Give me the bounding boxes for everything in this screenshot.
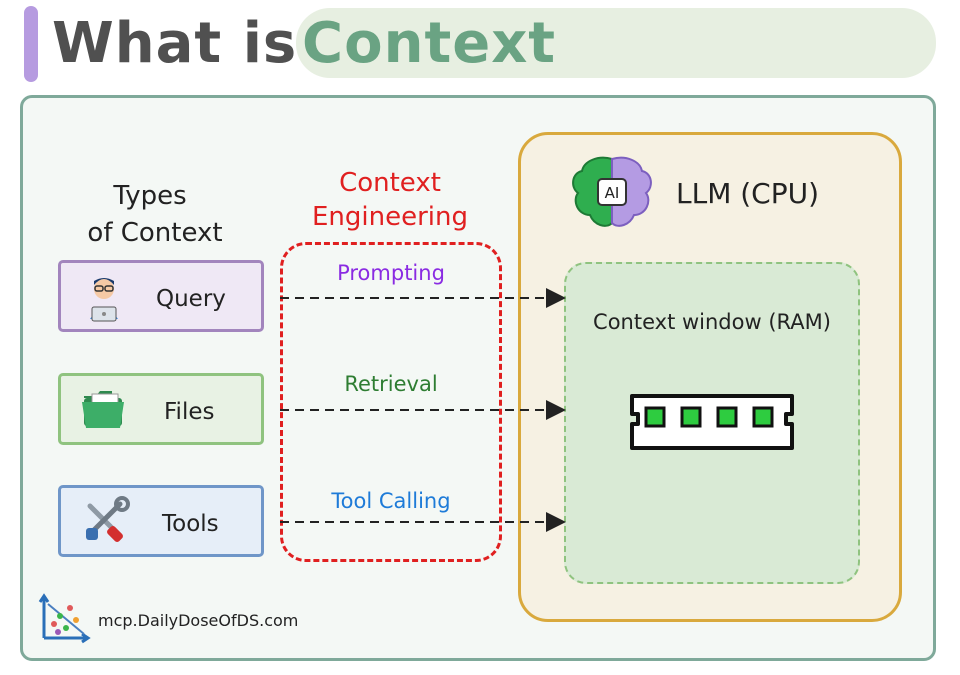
step-label-retrieval: Retrieval — [344, 372, 438, 396]
source-label-files: Files — [164, 399, 215, 425]
types-heading-line1: Types — [113, 181, 187, 211]
source-box-files — [58, 373, 264, 445]
context-engineering-title: Context Engineering — [290, 166, 490, 234]
title-highlight-bg — [296, 8, 936, 78]
title-accent-bar — [24, 6, 38, 82]
context-window-label: Context window (RAM) — [593, 310, 831, 334]
footer-site-link[interactable]: mcp.DailyDoseOfDS.com — [98, 611, 299, 630]
source-label-query: Query — [156, 286, 226, 312]
brain-icon: AI — [572, 156, 652, 227]
source-label-tools: Tools — [162, 511, 219, 537]
step-label-tool-calling: Tool Calling — [331, 489, 451, 513]
folder-icon — [82, 391, 124, 428]
brain-badge-text: AI — [605, 184, 620, 202]
ram-chip-icon — [630, 394, 794, 450]
scatter-plot-logo-icon — [38, 593, 91, 644]
tools-icon — [86, 496, 130, 542]
person-laptop-icon — [90, 278, 118, 322]
types-heading-line2: of Context — [87, 218, 223, 248]
step-label-prompting: Prompting — [337, 261, 445, 285]
source-box-tools — [58, 485, 264, 557]
llm-label: LLM (CPU) — [676, 177, 820, 210]
page-title-prefix: What is — [52, 11, 298, 76]
context-engineering-title-line1: Context — [339, 168, 441, 198]
context-engineering-title-line2: Engineering — [312, 202, 468, 232]
context-engineering-box — [280, 242, 502, 562]
